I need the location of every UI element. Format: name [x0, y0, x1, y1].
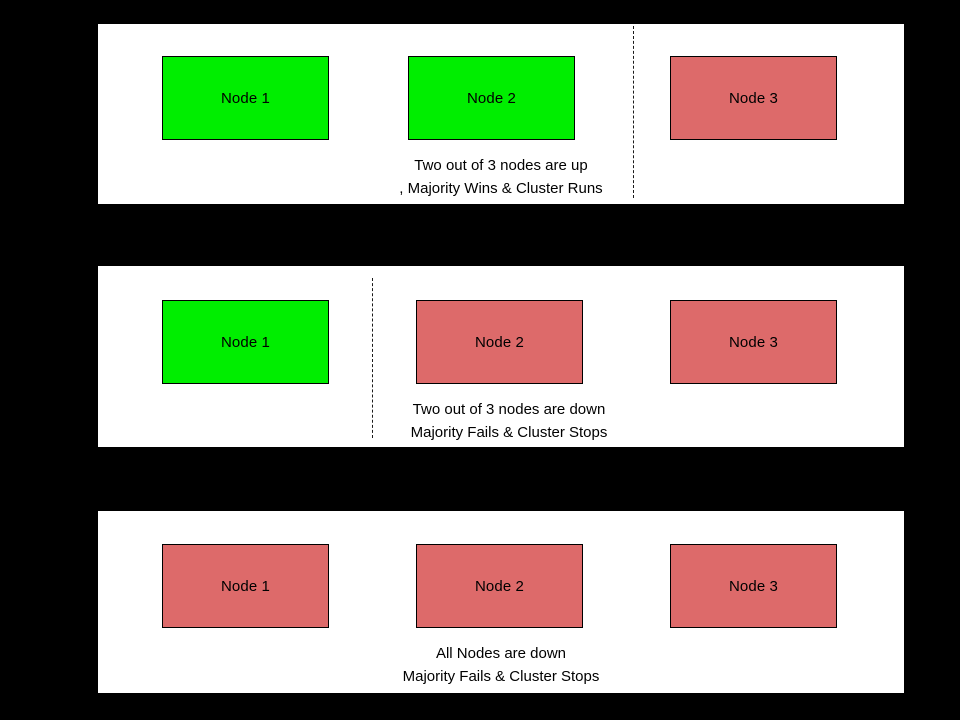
- node-label: Node 3: [729, 577, 778, 595]
- node-label: Node 1: [221, 577, 270, 595]
- caption-line-2: Majority Fails & Cluster Stops: [402, 668, 600, 685]
- node-label: Node 1: [221, 333, 270, 351]
- node-box-2[interactable]: Node 2: [416, 300, 583, 384]
- node-box-2[interactable]: Node 2: [416, 544, 583, 628]
- scenario-panel-majority-up: Node 1 Node 2 Node 3 Two out of 3 nodes …: [97, 23, 905, 205]
- scenario-caption: All Nodes are down Majority Fails & Clus…: [98, 642, 904, 688]
- quorum-divider-line: [372, 278, 373, 438]
- node-label: Node 3: [729, 89, 778, 107]
- node-label: Node 3: [729, 333, 778, 351]
- node-label: Node 2: [475, 333, 524, 351]
- node-box-1[interactable]: Node 1: [162, 544, 329, 628]
- caption-line-1: Two out of 3 nodes are up: [414, 157, 588, 174]
- node-box-1[interactable]: Node 1: [162, 56, 329, 140]
- scenario-panel-all-down: Node 1 Node 2 Node 3 All Nodes are down …: [97, 510, 905, 694]
- scenario-caption: Two out of 3 nodes are up , Majority Win…: [98, 154, 904, 200]
- node-box-2[interactable]: Node 2: [408, 56, 575, 140]
- node-label: Node 2: [467, 89, 516, 107]
- caption-line-2: , Majority Wins & Cluster Runs: [399, 180, 603, 197]
- node-box-3[interactable]: Node 3: [670, 300, 837, 384]
- node-label: Node 2: [475, 577, 524, 595]
- caption-line-1: Two out of 3 nodes are down: [412, 401, 606, 418]
- scenario-panel-majority-down: Node 1 Node 2 Node 3 Two out of 3 nodes …: [97, 265, 905, 448]
- quorum-divider-line: [633, 26, 634, 198]
- caption-line-1: All Nodes are down: [435, 645, 567, 662]
- node-box-3[interactable]: Node 3: [670, 544, 837, 628]
- caption-line-2: Majority Fails & Cluster Stops: [410, 424, 608, 441]
- node-box-3[interactable]: Node 3: [670, 56, 837, 140]
- scenario-caption: Two out of 3 nodes are down Majority Fai…: [106, 398, 912, 444]
- node-box-1[interactable]: Node 1: [162, 300, 329, 384]
- node-label: Node 1: [221, 89, 270, 107]
